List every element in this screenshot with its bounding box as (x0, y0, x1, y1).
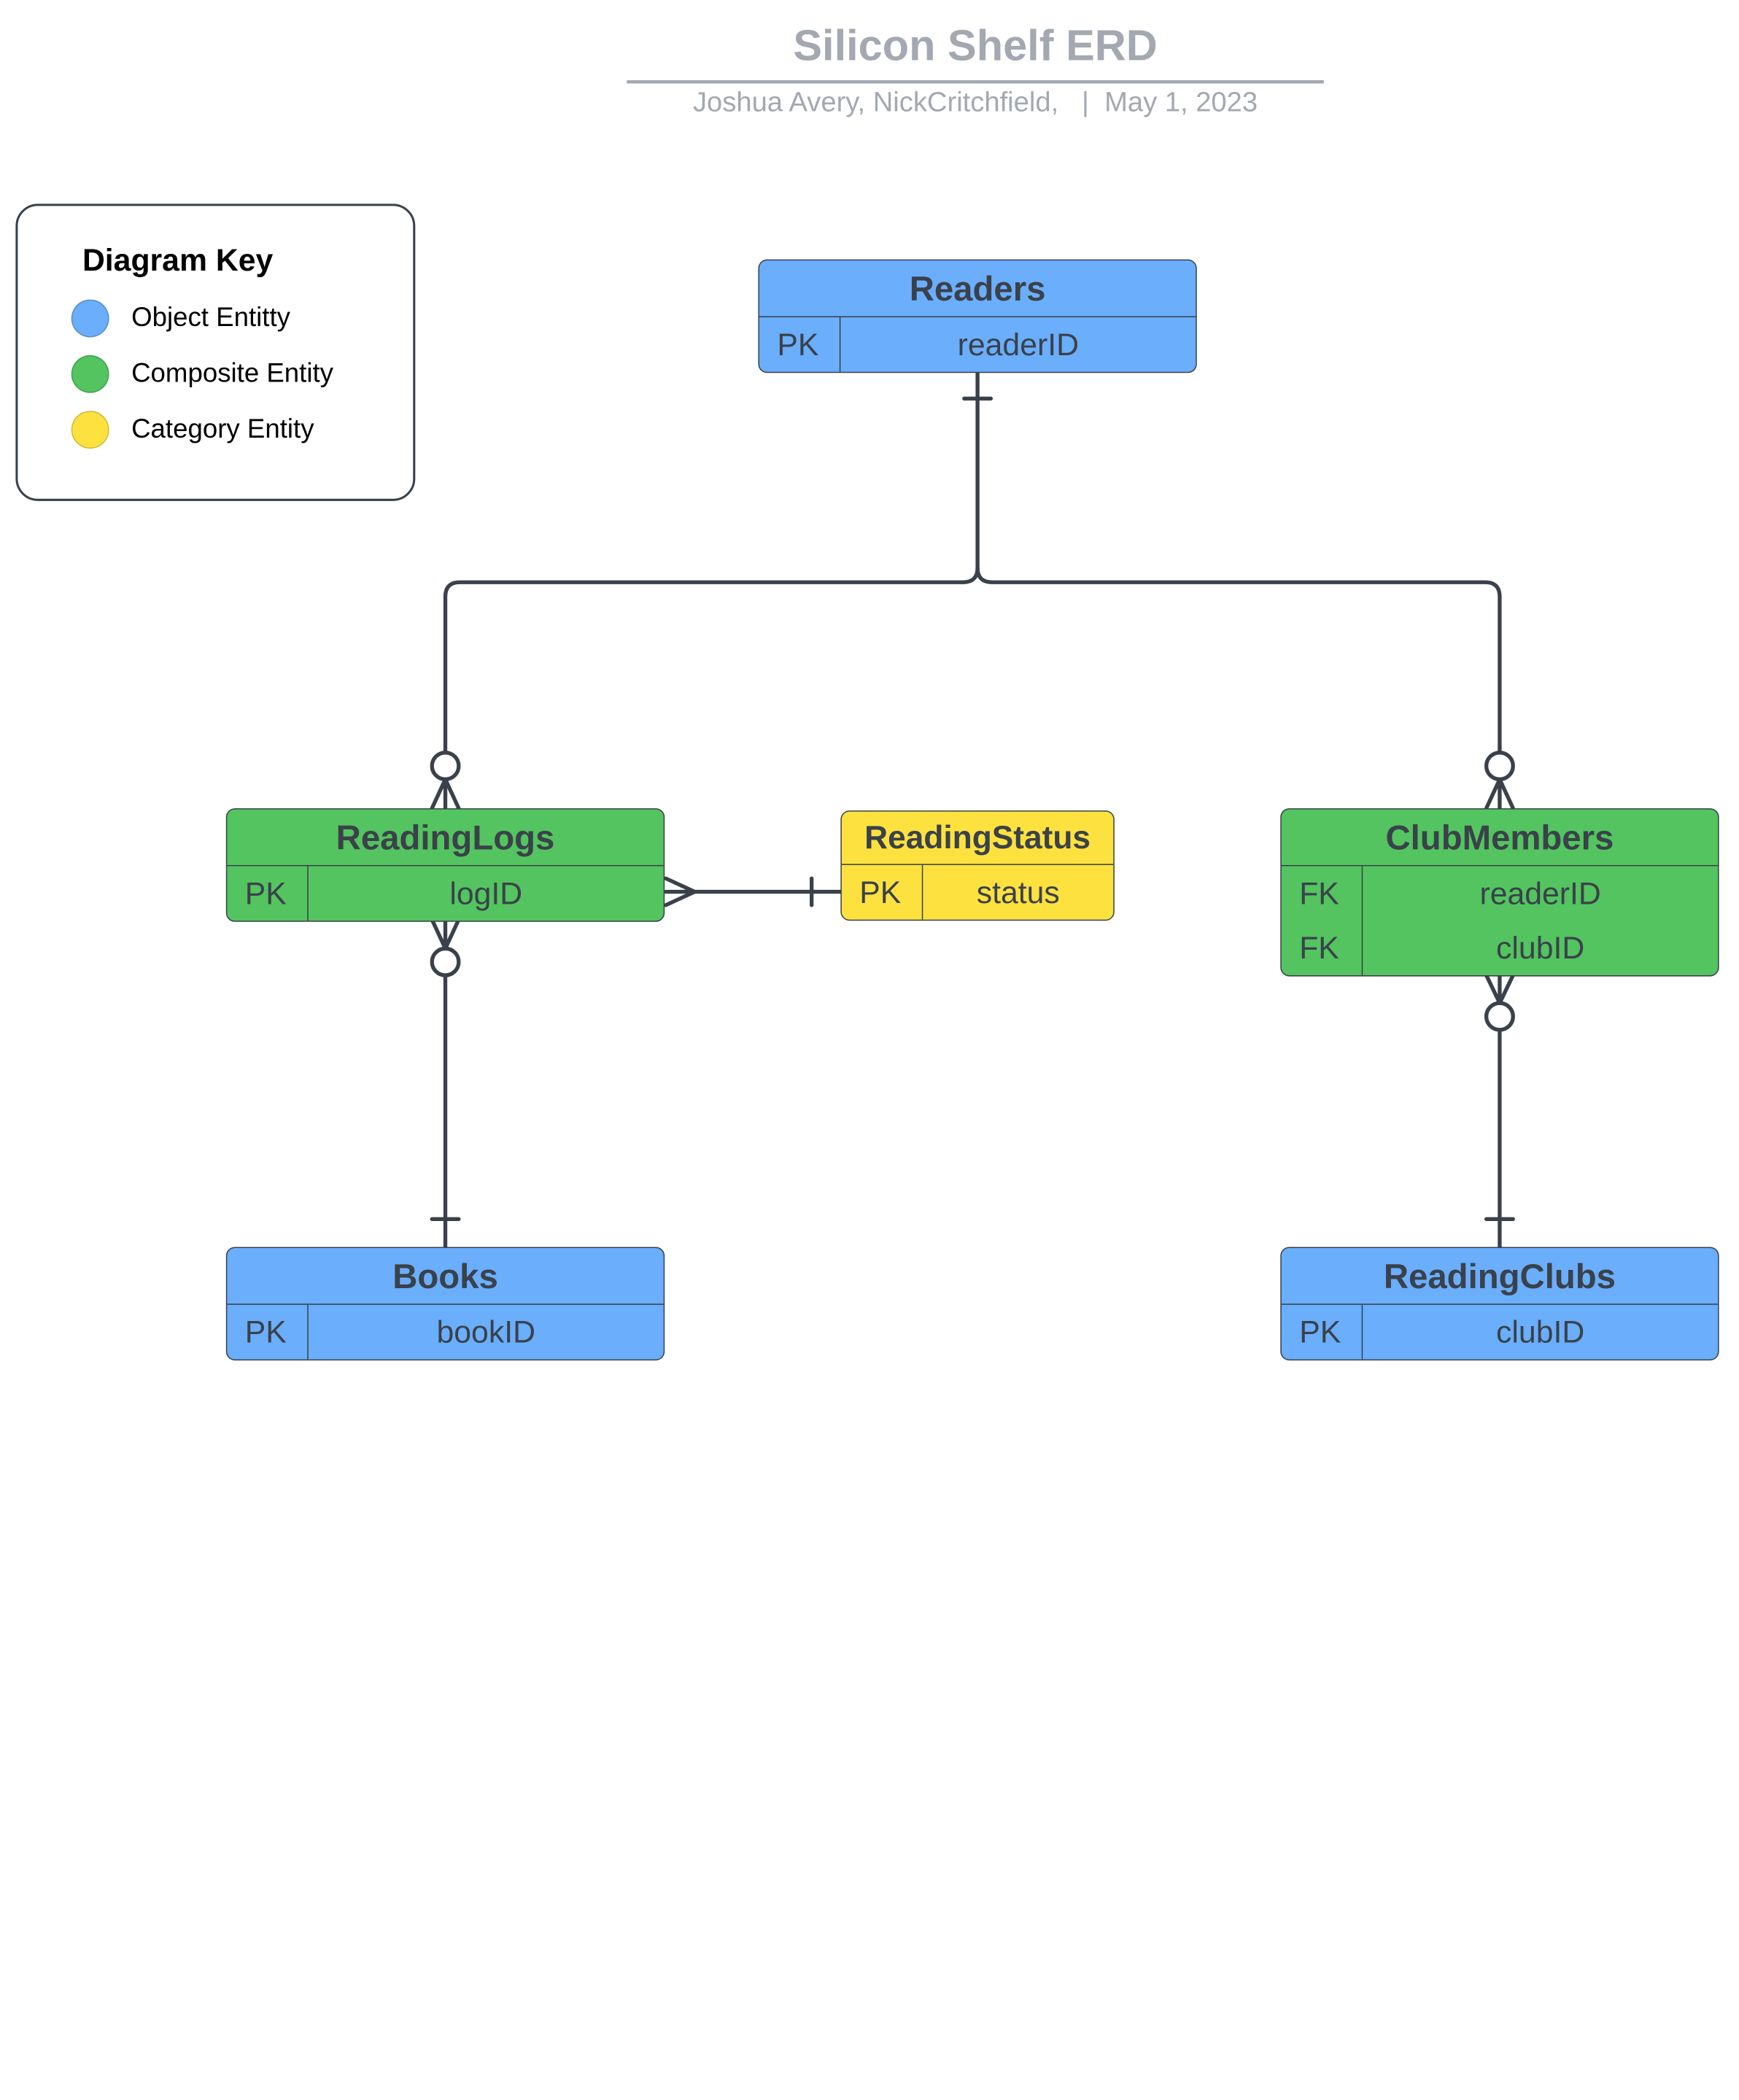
field-label: clubID (1496, 930, 1585, 966)
many-marker-readinglogs-top (430, 777, 461, 810)
legend-label: Object Entitty (131, 303, 290, 333)
page-title: Silicon Shelf ERD (793, 22, 1158, 71)
entity-title: ReadingClubs (1281, 1248, 1719, 1305)
key-label: PK (777, 327, 819, 363)
legend-label: Composite Entity (131, 358, 333, 389)
category-entity-swatch (71, 411, 109, 449)
entity-title: ReadingLogs (227, 810, 664, 867)
key-label: PK (859, 875, 902, 910)
diagram-key: Diagram Key Object Entitty Composite Ent… (15, 204, 416, 501)
field-label: readerID (1479, 876, 1601, 911)
relationship-readers-clubmembers (975, 565, 1502, 753)
many-marker-readinglogs-bottom (430, 918, 461, 951)
field-label: clubID (1496, 1314, 1585, 1349)
title-divider (627, 80, 1324, 84)
legend-item-object: Object Entitty (71, 298, 290, 338)
key-label: FK (1299, 930, 1339, 966)
entity-clubmembers[interactable]: ClubMembers FK FK readerID clubID (1280, 808, 1719, 977)
many-marker-clubmembers-bottom (1484, 973, 1515, 1005)
many-marker-readinglogs-right (664, 876, 697, 907)
zero-marker-readinglogs-top (430, 751, 461, 782)
zero-marker-clubmembers-bottom (1484, 1001, 1515, 1032)
entity-title: ReadingStatus (841, 812, 1114, 865)
key-label: PK (1299, 1314, 1341, 1349)
field-label: status (976, 875, 1060, 910)
entity-readinglogs[interactable]: ReadingLogs PK logID (225, 808, 665, 922)
entity-readingclubs[interactable]: ReadingClubs PK clubID (1280, 1247, 1719, 1361)
zero-marker-readinglogs-bottom (430, 946, 461, 977)
key-label: FK (1299, 876, 1339, 911)
many-marker-clubmembers-top (1484, 777, 1515, 810)
legend-item-category: Category Entity (71, 410, 314, 450)
field-label: logID (449, 876, 523, 911)
entity-readingstatus[interactable]: ReadingStatus PK status (840, 810, 1115, 921)
object-entity-swatch (71, 299, 109, 338)
legend-item-composite: Composite Entity (71, 354, 333, 394)
page-subtitle: Joshua Avery, NickCritchfield, | May 1, … (692, 87, 1258, 118)
entity-title: ClubMembers (1281, 810, 1719, 867)
entity-books[interactable]: Books PK bookID (225, 1247, 665, 1361)
diagram-key-title: Diagram Key (82, 242, 274, 278)
entity-readers[interactable]: Readers PK readerID (758, 259, 1197, 373)
key-label: PK (244, 876, 287, 911)
field-label: readerID (957, 327, 1079, 363)
entity-title: Readers (759, 260, 1196, 317)
relationship-lines (430, 370, 1515, 1249)
entity-title: Books (227, 1248, 664, 1305)
field-label: bookID (436, 1314, 535, 1349)
relationship-readers-readinglogs (443, 370, 980, 753)
legend-label: Category Entity (131, 414, 314, 444)
zero-marker-clubmembers-top (1484, 751, 1515, 782)
key-label: PK (244, 1314, 287, 1349)
composite-entity-swatch (71, 354, 109, 393)
